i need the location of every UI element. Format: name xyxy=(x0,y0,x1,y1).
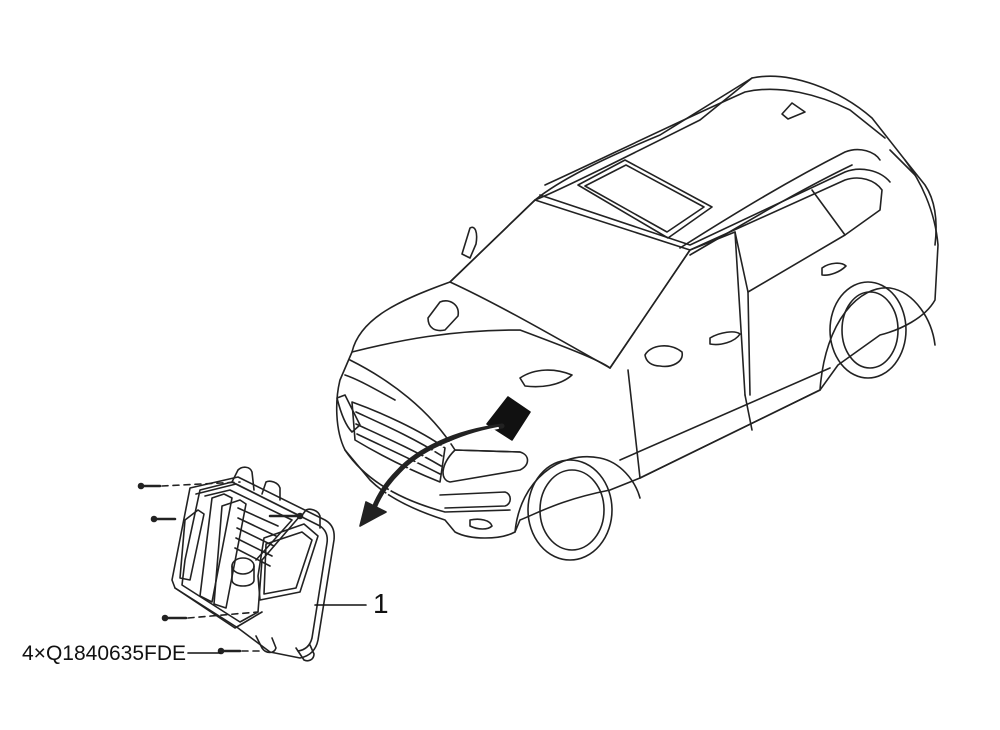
callout-number: 1 xyxy=(373,588,389,619)
location-arrow-icon xyxy=(359,423,505,527)
ecu-module-icon xyxy=(171,466,335,662)
fastener-part-label: 4×Q1840635FDE xyxy=(22,642,187,665)
bolt-icon xyxy=(137,481,304,655)
suv-outline-icon xyxy=(335,75,939,561)
module-location-marker xyxy=(486,396,531,441)
